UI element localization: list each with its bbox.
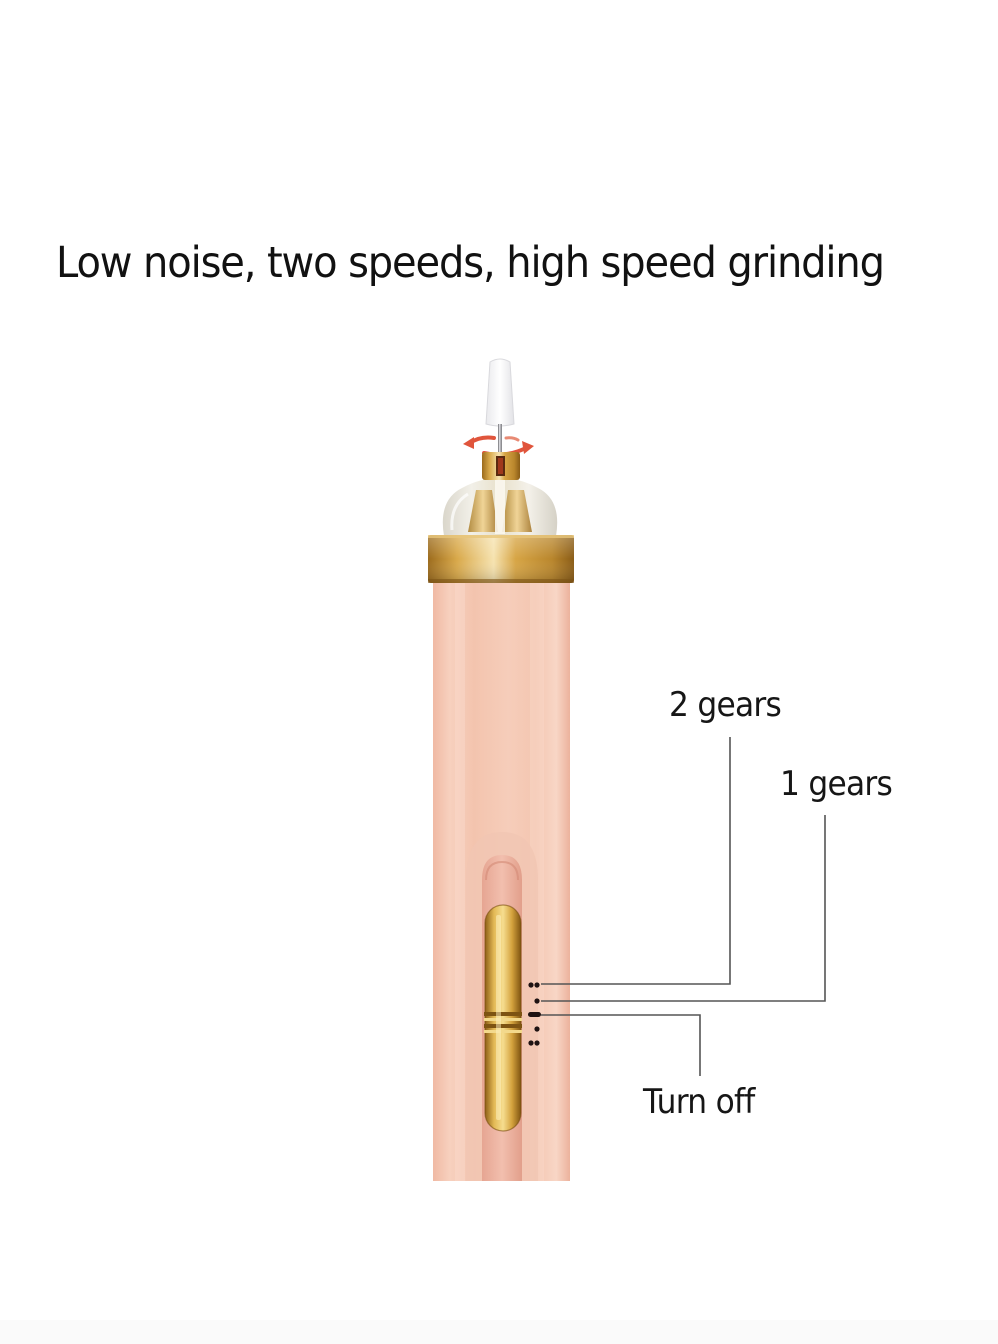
clear-head-dome (442, 478, 558, 536)
label-gear-2: 2 gears (669, 685, 782, 725)
drill-bit (485, 358, 515, 472)
label-turn-off: Turn off (643, 1082, 755, 1122)
leader-line-gear1 (541, 815, 826, 1002)
device-body (433, 583, 570, 1181)
leader-line-gear2 (541, 737, 731, 985)
page-title: Low noise, two speeds, high speed grindi… (56, 238, 885, 288)
leader-line-off (541, 1014, 701, 1076)
position-markers (528, 982, 541, 1046)
gold-collar (482, 452, 520, 480)
label-gear-1: 1 gears (780, 764, 893, 804)
speed-slider-switch (484, 904, 522, 1132)
gold-ring (428, 535, 574, 583)
bottom-edge (0, 1320, 998, 1344)
